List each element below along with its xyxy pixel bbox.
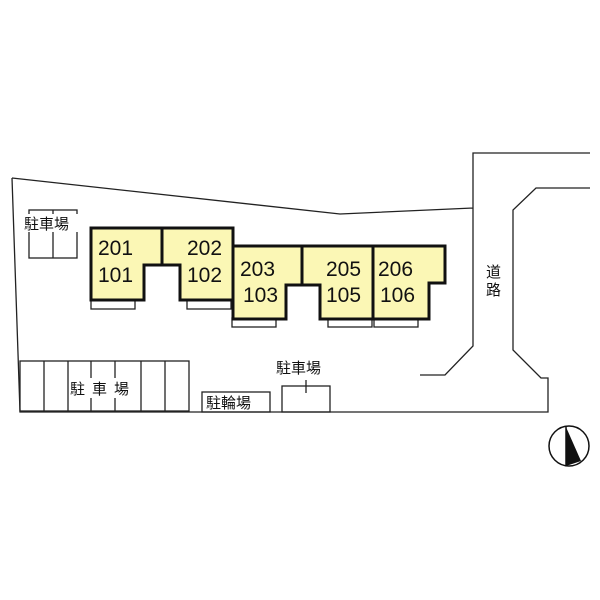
unit-lower: 106 <box>380 284 415 307</box>
bicycle-parking: 駐輪場 <box>201 391 271 413</box>
unit-upper: 205 <box>326 258 361 281</box>
unit-upper: 206 <box>378 258 413 281</box>
unit-205-105: 205 105 <box>326 258 361 307</box>
unit-206-106: 206 106 <box>378 258 415 307</box>
building-east <box>231 244 447 321</box>
unit-upper: 201 <box>98 237 133 260</box>
parking-s-label: 駐車場 <box>276 359 321 377</box>
unit-202-102: 202 102 <box>187 237 222 287</box>
parking-sw: 駐車場 <box>19 360 190 412</box>
unit-201-101: 201 101 <box>98 237 133 287</box>
bicycle-parking-label: 駐輪場 <box>206 394 251 412</box>
unit-lower: 105 <box>326 284 361 307</box>
road-label-2: 路 <box>486 281 501 299</box>
unit-upper: 203 <box>240 258 275 281</box>
road-label: 道 路 <box>486 263 501 299</box>
north-arrow-icon <box>548 425 590 467</box>
site-boundary <box>11 152 590 413</box>
unit-lower: 103 <box>243 284 278 307</box>
parking-nw-label: 駐車場 <box>24 215 69 233</box>
parking-s: 駐車場 <box>276 359 331 413</box>
parking-nw: 駐車場 <box>24 209 82 259</box>
unit-lower: 101 <box>98 264 133 287</box>
road-label-1: 道 <box>486 263 501 281</box>
unit-lower: 102 <box>187 264 222 287</box>
unit-upper: 202 <box>187 237 222 260</box>
parking-sw-label: 駐車場 <box>70 380 136 398</box>
unit-203-103: 203 103 <box>240 258 278 307</box>
